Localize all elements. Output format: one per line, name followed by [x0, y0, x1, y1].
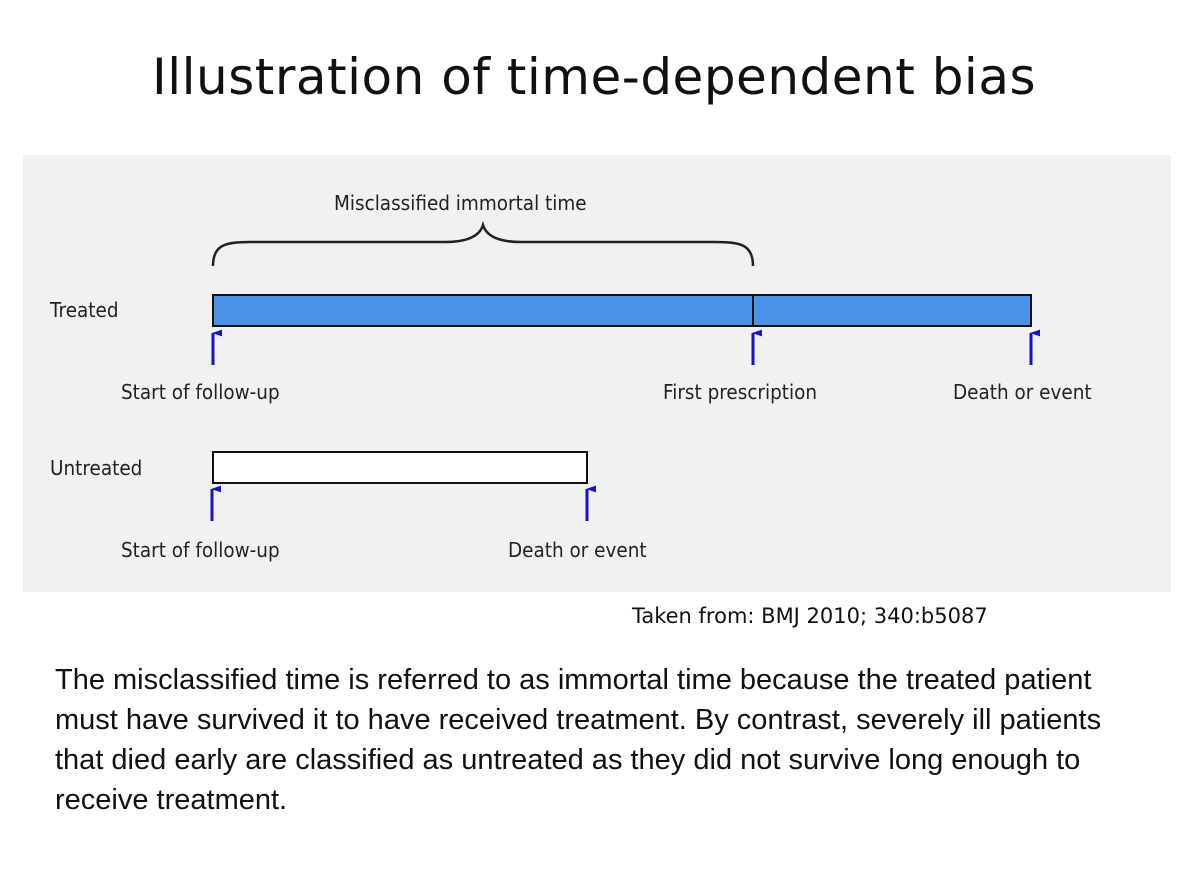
slide-title: Illustration of time-dependent bias: [151, 48, 1037, 106]
untreated-bar: [212, 451, 588, 484]
event-label: First prescription: [663, 380, 818, 404]
citation: Taken from: BMJ 2010; 340:b5087: [632, 604, 988, 628]
event-label: Death or event: [508, 538, 647, 562]
brace-label: Misclassified immortal time: [334, 191, 587, 215]
event-label: Start of follow-up: [121, 380, 280, 404]
untreated-row-label: Untreated: [50, 456, 143, 480]
diagram-panel: [23, 155, 1171, 592]
event-label: Start of follow-up: [121, 538, 280, 562]
immortal-time-brace: [211, 220, 755, 267]
treated-row-label: Treated: [50, 298, 119, 322]
event-label: Death or event: [953, 380, 1092, 404]
treated-bar: [212, 294, 1032, 327]
body-text: The misclassified time is referred to as…: [55, 664, 1102, 816]
